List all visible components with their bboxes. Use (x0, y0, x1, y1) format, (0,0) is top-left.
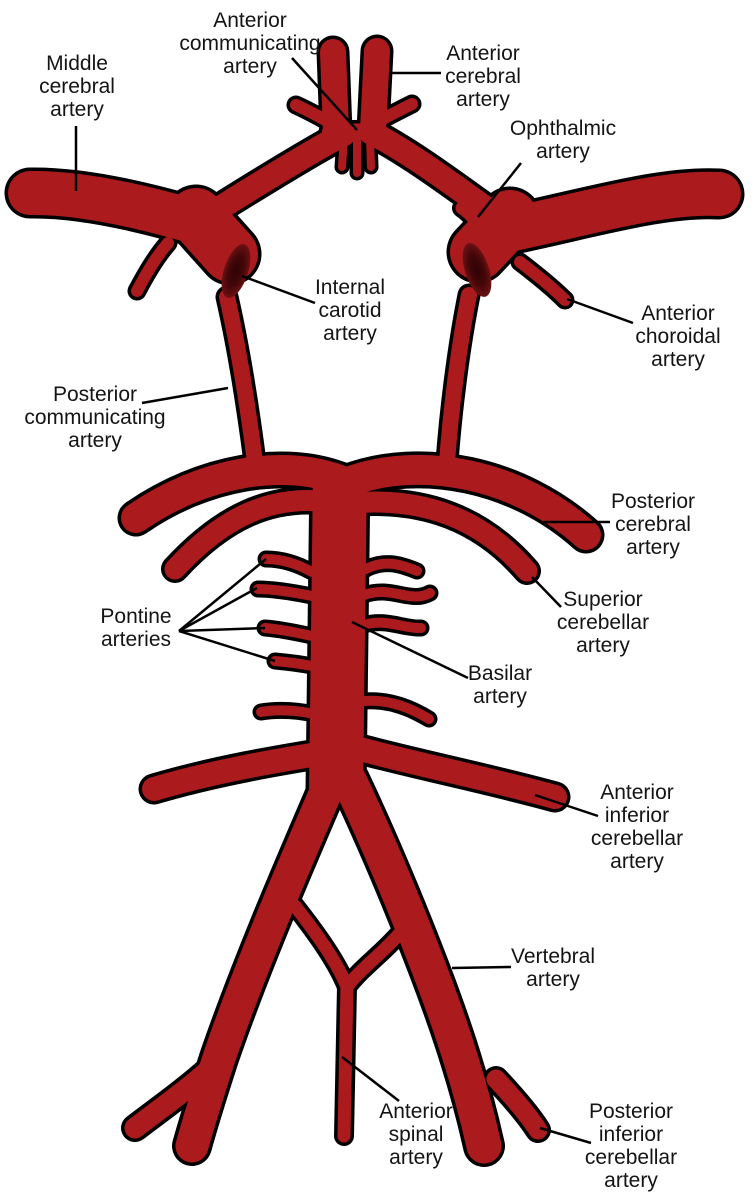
vessel-vertebral-right (331, 762, 502, 1164)
vessel-pontine-l3 (260, 623, 317, 641)
label-anterior-inferior-cerebellar-artery: Anterior inferior cerebellar artery (590, 781, 684, 873)
carotid-cut-faces (221, 243, 492, 298)
vessel-anterior-cerebral-a1-right (358, 120, 514, 232)
leader-anterior-inferior-cerebellar (534, 793, 599, 818)
vessel-superior-cerebellar-left (164, 490, 341, 580)
vessel-ophthalmic-right (455, 201, 496, 245)
label-anterior-communicating-artery: Anterior communicating artery (179, 9, 321, 78)
vessel-medial-branch-3 (366, 134, 375, 171)
vessel-pontine-r1 (359, 558, 422, 576)
leader-posterior-communicating (141, 386, 229, 405)
vessel-basilar (309, 471, 367, 793)
vessel-pontine-r4 (359, 695, 434, 724)
vessel-pontine-l2 (253, 584, 317, 601)
label-anterior-spinal-artery: Anterior spinal artery (379, 1100, 453, 1169)
vessel-medial-branch-1 (338, 134, 348, 171)
leader-superior-cerebellar (531, 576, 562, 608)
vessel-anterior-cerebral-a2-right (360, 38, 390, 143)
leader-posterior-inferior-cerebellar (539, 1126, 592, 1145)
label-superior-cerebellar-artery: Superior cerebellar artery (556, 588, 650, 657)
leader-anterior-choroidal (566, 297, 634, 325)
leader-internal-carotid (241, 274, 316, 305)
vessel-posterior-communicating-right (439, 287, 477, 470)
vessel-stub-left (290, 99, 344, 133)
vessel-choroidal-left (131, 237, 174, 297)
vessel-stub-right (366, 98, 418, 131)
label-posterior-cerebral-artery: Posterior cerebral artery (610, 490, 696, 559)
vessel-choroidal-right (514, 256, 571, 306)
leader-pontine-2 (178, 586, 258, 633)
label-posterior-inferior-cerebellar-artery: Posterior inferior cerebellar artery (584, 1100, 678, 1192)
vessel-posterior-cerebral-right (333, 454, 601, 550)
vessel-pontine-r2 (359, 586, 435, 602)
label-vertebral-artery: Vertebral artery (510, 945, 596, 991)
vessel-middle-cerebral-right (486, 171, 741, 252)
internal-carotid-cut-left (221, 244, 251, 298)
label-posterior-communicating-artery: Posterior communicating artery (24, 383, 166, 452)
vessel-pontine-l1 (261, 554, 317, 577)
label-basilar-artery: Basilar artery (467, 662, 533, 708)
vessel-pontine-l4 (270, 656, 317, 671)
vessel-pontine-l5 (256, 705, 327, 721)
vessel-posterior-inferior-cerebellar-left (124, 1058, 221, 1139)
vessel-anterior-inferior-cerebellar-left (142, 740, 342, 801)
leader-vertebral (451, 965, 512, 970)
leader-lines (74, 57, 634, 1145)
vessel-superior-cerebellar-right (341, 491, 538, 582)
vessel-ophthalmic-left (206, 191, 246, 228)
vessel-anterior-spinal-root-left (288, 899, 354, 994)
leader-ophthalmic (477, 162, 522, 218)
vessel-posterior-communicating-left (219, 289, 263, 470)
vessel-vertebral-left (175, 763, 348, 1163)
vessel-anterior-cerebral-a2-left (320, 39, 349, 145)
internal-carotid-cut-right (462, 243, 492, 297)
vessel-posterior-inferior-cerebellar-right (486, 1069, 548, 1140)
label-anterior-choroidal-artery: Anterior choroidal artery (635, 302, 721, 371)
vessel-pontine-r3 (359, 617, 426, 634)
label-pontine-arteries: Pontine arteries (100, 605, 172, 651)
label-middle-cerebral-artery: Middle cerebral artery (39, 52, 115, 121)
label-internal-carotid-artery: Internal carotid artery (314, 276, 386, 345)
label-anterior-cerebral-artery: Anterior cerebral artery (445, 42, 521, 111)
leader-pontine-1 (178, 558, 267, 632)
leader-basilar (351, 620, 469, 680)
leader-anterior-communicating (291, 57, 358, 131)
leader-pontine-3 (178, 626, 266, 633)
label-ophthalmic-artery: Ophthalmic artery (509, 117, 617, 163)
vessel-anterior-inferior-cerebellar-right (344, 736, 567, 809)
leader-pontine-4 (178, 629, 276, 663)
vessel-anterior-spinal-root-right (340, 913, 417, 994)
leader-anterior-spinal (341, 1056, 400, 1102)
